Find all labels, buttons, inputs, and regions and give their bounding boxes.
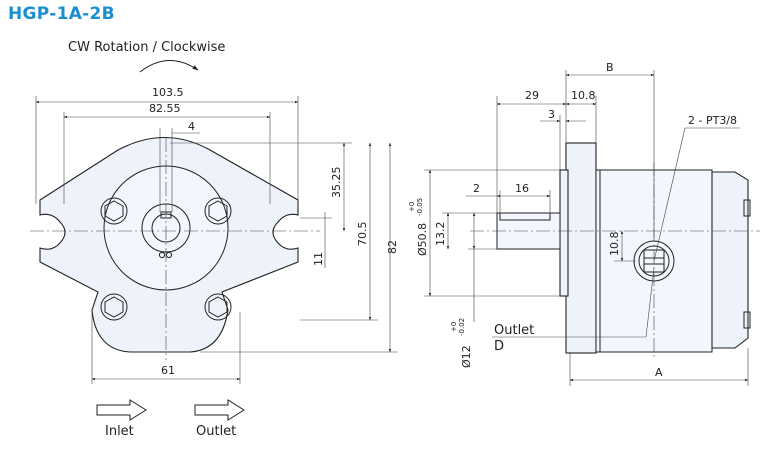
bolt-top-right	[204, 197, 232, 225]
bolt-bottom-right	[204, 293, 232, 321]
dim-d: D	[494, 339, 504, 354]
dim-shaft-dia: Ø12	[460, 345, 473, 368]
dim-16: 16	[515, 182, 529, 195]
dim-70-5: 70.5	[356, 222, 369, 247]
dim-pilot-tol-lower: -0.05	[416, 198, 424, 216]
dim-3: 3	[548, 108, 555, 121]
rotation-arrow-icon	[139, 60, 199, 73]
dim-103-5: 103.5	[152, 86, 184, 99]
bolt-bottom-left	[100, 293, 128, 321]
dim-key-width: 4	[188, 120, 195, 133]
front-view: CW Rotation / Clockwise	[30, 40, 399, 384]
legend-outlet: Outlet	[196, 424, 236, 439]
dim-82: 82	[386, 240, 399, 254]
dim-29: 29	[525, 89, 539, 102]
legend-inlet: Inlet	[105, 424, 134, 439]
outlet-arrow-icon	[194, 399, 245, 421]
side-view: B 29 10.8 3 2 - PT3/8 2 16 Ø50.8 +0 -0.0…	[408, 61, 760, 386]
bolt-top-left	[100, 197, 128, 225]
side-flange-pilot	[559, 169, 569, 297]
dim-35-25: 35.25	[330, 167, 343, 199]
rotation-label: CW Rotation / Clockwise	[68, 40, 225, 55]
dim-2: 2	[473, 182, 480, 195]
side-flange	[565, 142, 597, 354]
dim-61: 61	[161, 364, 175, 377]
legend: Inlet Outlet	[96, 399, 245, 439]
dim-10-8-port: 10.8	[608, 232, 621, 257]
dim-11: 11	[312, 252, 325, 266]
side-rear-cover	[711, 171, 749, 349]
dim-pilot-dia: Ø50.8	[416, 223, 429, 256]
dim-13-2: 13.2	[434, 222, 447, 247]
dim-a: A	[655, 366, 663, 379]
dim-82-55: 82.55	[149, 102, 181, 115]
dim-port: 2 - PT3/8	[688, 114, 737, 127]
side-shaft-key	[499, 212, 551, 221]
dim-pilot-tol-upper: +0	[408, 202, 416, 212]
dim-b: B	[606, 61, 614, 74]
drain-holes	[158, 251, 173, 259]
dim-10-8-top: 10.8	[571, 89, 596, 102]
dim-shaft-tol-lower: -0.02	[458, 318, 466, 336]
dim-shaft-tol-upper: +0	[450, 322, 458, 332]
inlet-arrow-icon	[96, 399, 147, 421]
model-title: HGP-1A-2B	[8, 4, 115, 24]
side-shaft	[496, 212, 561, 250]
side-outlet-label: Outlet	[494, 323, 534, 338]
